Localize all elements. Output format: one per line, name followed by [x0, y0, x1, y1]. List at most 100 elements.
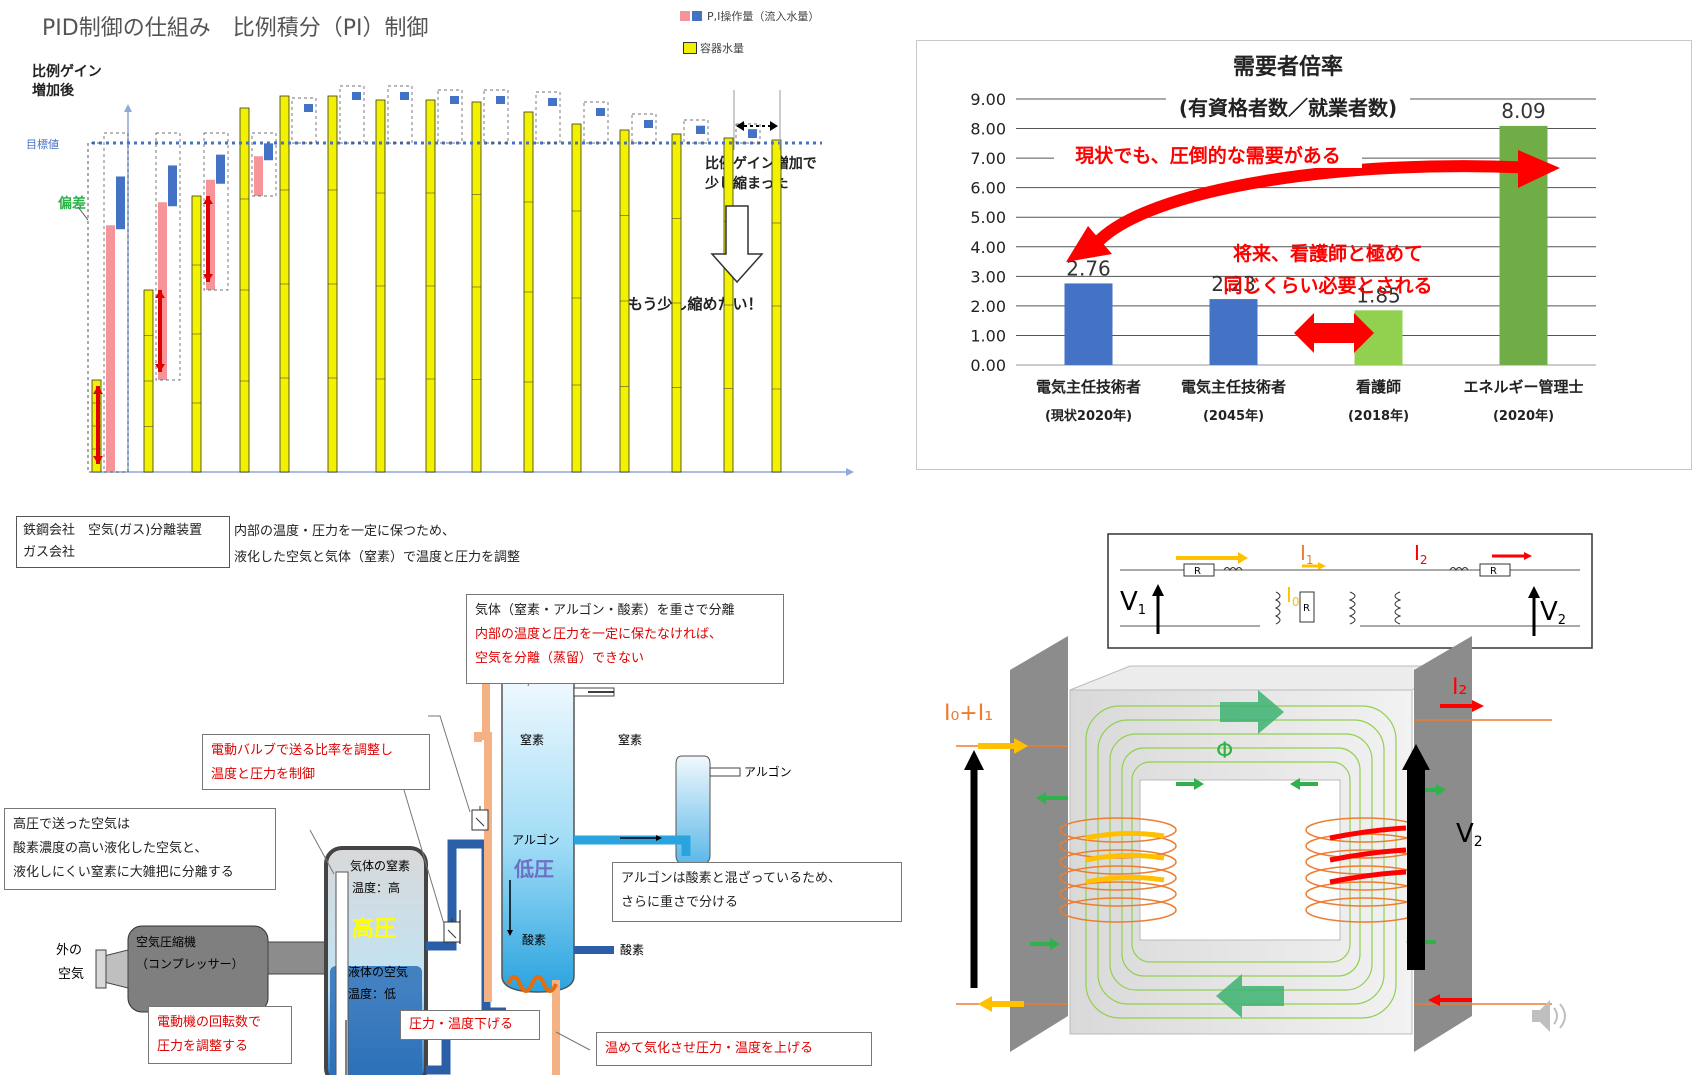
legend-mv-label: P,I操作量（流入水量）	[707, 10, 820, 23]
column-note-line3: 空気を分離（蒸留）できない	[475, 651, 645, 666]
flux-arrow-bottom	[1216, 974, 1284, 1018]
pid-title: PID制御の仕組み 比例積分（PI）制御	[42, 16, 429, 41]
hp-note-line3: 液化しにくい窒素に大雑把に分離する	[13, 865, 234, 880]
demand-y-tick: 5.00	[970, 208, 1006, 227]
hp-note-leader	[309, 829, 335, 875]
resistor-1	[1183, 563, 1215, 577]
outside-air-2: 空気	[58, 966, 84, 982]
oxygen-in-label: 酸素	[522, 932, 546, 947]
heat-note-leader	[555, 1031, 591, 1051]
pid-legend-mv: P,I操作量（流入水量）	[680, 8, 819, 24]
resistor-1-label: R	[1194, 566, 1201, 577]
purpose-line1: 内部の温度・圧力を一定に保つため、	[234, 524, 456, 539]
down-note: 圧力・温度下げる	[400, 1010, 540, 1040]
pid-dashed-box	[735, 123, 761, 144]
core-i0i1: I₀+I₁	[944, 701, 993, 726]
air-inlet	[103, 949, 129, 989]
pid-dashed-box	[437, 89, 463, 144]
core-top-face	[1069, 665, 1454, 691]
demand-curve-arrow-head-right	[1518, 150, 1560, 188]
resistor-3-label: R	[1303, 603, 1310, 614]
legend-level-label: 容器水量	[700, 42, 744, 55]
company-box: 鉄鋼会社 空気(ガス)分離装置 ガス会社	[16, 516, 230, 568]
circuit-v2: V2	[1540, 597, 1566, 628]
demand-title: 需要者倍率	[1233, 54, 1343, 80]
pid-dashed-box	[203, 132, 229, 291]
pid-dashed-box	[155, 132, 181, 381]
lp-label: 低圧	[513, 857, 554, 881]
demand-bar-value: 8.09	[1501, 99, 1546, 123]
down-hollow-arrow	[710, 205, 764, 284]
demand-y-tick: 6.00	[970, 179, 1006, 198]
pid-dashed-box	[291, 97, 317, 144]
pid-i-bar	[168, 165, 177, 207]
pid-i-bar	[748, 129, 757, 138]
coil-series-1	[1223, 567, 1243, 571]
pid-legend-level: 容器水量	[683, 40, 744, 56]
column-note-line1: 気体（窒素・アルゴン・酸素）を重さで分離	[475, 603, 735, 618]
demand-y-tick: 1.00	[970, 326, 1006, 345]
pid-deviation-arrow-head	[93, 386, 103, 394]
argon-outlet-pipe	[709, 767, 741, 777]
pid-i-bar	[696, 125, 705, 134]
circuit-i1: I1	[1300, 541, 1314, 567]
demand-curve-arrow-head-left	[1066, 226, 1112, 262]
pid-dashed-box	[251, 132, 277, 197]
legend-swatch-level	[683, 42, 697, 54]
column-note-line2: 内部の温度と圧力を一定に保たなければ、	[475, 627, 723, 642]
purpose-line2: 液化した空気と気体（窒素）で温度と圧力を調整	[234, 550, 521, 565]
valve-note-line2: 温度と圧力を制御	[211, 767, 316, 782]
hp-inner-pipe	[335, 871, 349, 1075]
compressor-label-1: 空気圧縮機	[136, 934, 196, 949]
demand-category-label: エネルギー管理士	[1463, 378, 1583, 396]
target-label: 目標値	[26, 138, 59, 151]
pid-i-bar	[352, 92, 361, 100]
coil-2	[1348, 591, 1356, 625]
demand-y-tick: 0.00	[970, 356, 1006, 375]
gain-label-line2: 増加後	[32, 83, 74, 99]
pid-i-bar	[216, 154, 225, 184]
pipe-hp-gas-up	[426, 839, 506, 1017]
pid-dashed-box	[535, 91, 561, 144]
compressor-label-2: （コンプレッサー）	[136, 957, 244, 971]
pid-p-bar	[158, 202, 167, 380]
primary-current-arrows	[1085, 830, 1165, 885]
motor-note-line2: 圧力を調整する	[157, 1039, 249, 1054]
pid-dashed-box	[583, 101, 609, 144]
pid-gain-label: 比例ゲイン 増加後	[32, 63, 102, 101]
pid-i-bar	[264, 143, 273, 161]
company-line2: ガス会社	[23, 545, 76, 560]
compressor-shaft	[267, 941, 333, 975]
circuit-v1: V1	[1120, 587, 1146, 618]
resistor-3	[1299, 591, 1315, 623]
demand-bar-value: 1.85	[1356, 283, 1401, 307]
resistor-2-label: R	[1490, 566, 1497, 577]
nitrogen-in-label: 窒素	[520, 732, 544, 747]
oxygen-out-label: 酸素	[620, 942, 644, 957]
pid-y-axis-arrow	[124, 104, 132, 112]
legend-swatch-p	[680, 11, 690, 21]
demand-bar	[1064, 283, 1113, 365]
valve-note-leader-2	[403, 789, 445, 925]
legend-swatch-i	[692, 11, 702, 21]
pid-dashed-box	[483, 89, 509, 144]
demand-curve-arrow	[1091, 160, 1537, 249]
pid-dashed-box	[387, 85, 413, 144]
pid-chart	[77, 85, 854, 476]
demand-y-tick: 8.00	[970, 120, 1006, 139]
purpose-text: 内部の温度・圧力を一定に保つため、 液化した空気と気体（窒素）で温度と圧力を調整	[234, 519, 520, 571]
pid-deviation-arrow-head	[203, 196, 213, 204]
hp-note-line1: 高圧で送った空気は	[13, 817, 131, 832]
core-phi: Φ	[1216, 739, 1233, 764]
valve-note: 電動バルブで送る比率を調整し 温度と圧力を制御	[202, 734, 430, 790]
flux-arrow-top	[1220, 690, 1284, 734]
resistor-2	[1479, 563, 1511, 577]
oxygen-outlet-pipe	[574, 946, 614, 954]
demand-category-sublabel: (2018年)	[1348, 408, 1409, 424]
transformer-diagram: R R R I1 I0 I2 V1 V2	[944, 533, 1593, 1052]
coil-1	[1274, 591, 1281, 625]
heat-note: 温めて気化させ圧力・温度を上げる	[596, 1032, 872, 1066]
circuit-box	[1107, 533, 1593, 649]
nitrogen-out-label: 窒素	[618, 732, 642, 747]
hp-note: 高圧で送った空気は 酸素濃度の高い液化した空気と、 液化しにくい窒素に大雑把に分…	[4, 808, 276, 890]
